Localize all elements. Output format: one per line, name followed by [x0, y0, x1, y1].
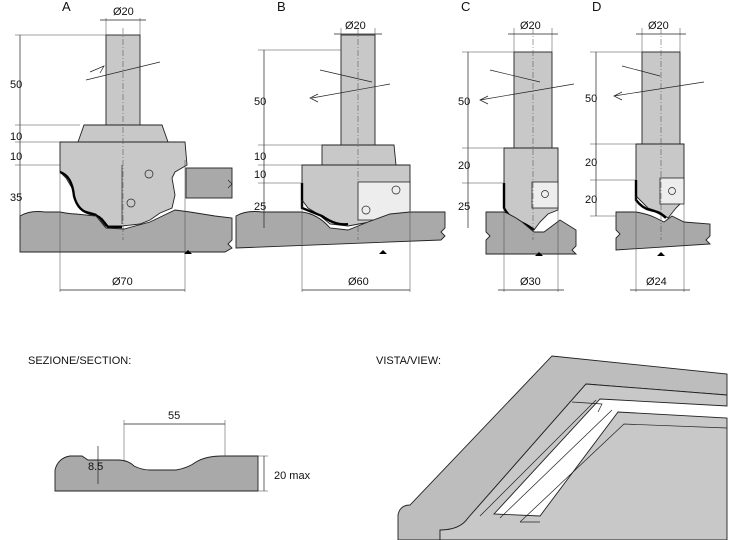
tool-c-rotation-line-2 — [479, 83, 575, 101]
tool-b-h2: 10 — [254, 151, 266, 163]
tool-b-rotation-arrow — [309, 93, 319, 103]
tool-a-h3: 10 — [10, 151, 22, 163]
tool-d-profile — [634, 180, 667, 219]
tool-b-letter: B — [277, 0, 286, 14]
tool-a-rotation-line-1 — [85, 61, 161, 81]
tool-a-h4: 35 — [10, 192, 22, 204]
view-bead-line-1 — [479, 399, 597, 517]
tool-d-letter: D — [592, 0, 601, 14]
section-width-label: 55 — [168, 410, 180, 422]
tool-d-reference-mark — [657, 252, 665, 256]
tool-b-collar — [321, 144, 397, 166]
tool-a-break-1 — [227, 179, 233, 189]
tool-d-rotation-line-2 — [613, 81, 705, 97]
tool-a-reference-mark — [184, 250, 192, 254]
view-bead-line-2 — [499, 409, 613, 519]
tool-b-h4: 25 — [254, 201, 266, 213]
tool-a-board — [19, 209, 233, 253]
tool-b-reference-mark — [379, 250, 387, 254]
tool-a-screw-2 — [126, 198, 136, 208]
tool-d-rotation-line-1 — [621, 65, 661, 77]
tool-c-h2: 20 — [458, 160, 470, 172]
tool-c-rotation-arrow — [479, 95, 489, 105]
tool-d-board — [615, 211, 712, 251]
tool-a: A Ø20 50 10 10 35 — [10, 0, 233, 292]
tool-c-insert — [531, 181, 559, 209]
tool-c-dia: Ø30 — [520, 276, 541, 288]
tool-b: B Ø20 50 10 10 25 Ø60 — [235, 0, 446, 292]
tool-c-shank-dia: Ø20 — [520, 20, 541, 32]
tool-a-rotation-arrow — [89, 65, 105, 74]
tool-a-upper-board — [185, 167, 233, 199]
tool-b-h1: 50 — [254, 96, 266, 108]
tool-c-h3: 25 — [458, 201, 470, 213]
tool-a-screw-1 — [144, 169, 154, 179]
view-bead-1 — [571, 401, 603, 413]
tool-b-rotation-line-2 — [311, 83, 391, 99]
section-depth-label: 8.5 — [88, 461, 103, 473]
tool-c-rotation-line-1 — [489, 69, 541, 83]
tool-d: D Ø20 50 20 20 Ø24 — [585, 0, 712, 292]
tool-d-dia: Ø24 — [646, 276, 667, 288]
tool-a-h2: 10 — [10, 131, 22, 143]
tool-b-board — [235, 211, 446, 249]
section-thickness-label: 20 max — [274, 470, 311, 482]
section-title: SEZIONE/SECTION: — [28, 355, 131, 367]
tool-c-letter: C — [461, 0, 470, 14]
tool-a-dia: Ø70 — [112, 276, 133, 288]
tool-c-board — [485, 211, 578, 255]
section-panel: SEZIONE/SECTION: 55 8.5 20 max — [28, 355, 311, 492]
tool-b-screw-2 — [391, 185, 401, 195]
view-panel: VISTA/VIEW: — [376, 355, 728, 540]
tool-d-insert — [659, 177, 685, 205]
tool-d-h3: 20 — [585, 194, 597, 206]
tool-a-h1: 50 — [10, 79, 22, 91]
tool-c: C Ø20 50 20 25 Ø30 — [458, 0, 578, 292]
tool-d-shank-dia: Ø20 — [648, 20, 669, 32]
tool-a-profile — [59, 170, 122, 229]
view-bead-line-3 — [519, 423, 728, 523]
tool-b-screw-1 — [361, 205, 371, 215]
section-profile — [54, 455, 259, 492]
tool-d-h2: 20 — [585, 157, 597, 169]
tool-a-shank-dia: Ø20 — [113, 6, 134, 18]
tool-d-screw — [668, 187, 676, 195]
tool-c-h1: 50 — [458, 96, 470, 108]
tool-b-profile — [300, 183, 349, 226]
tool-d-h1: 50 — [585, 93, 597, 105]
tool-b-h3: 10 — [254, 169, 266, 181]
tool-c-reference-mark — [535, 252, 543, 256]
tool-b-dia: Ø60 — [348, 276, 369, 288]
tool-d-rotation-arrow — [613, 91, 623, 101]
tool-a-letter: A — [62, 0, 71, 14]
tool-b-rotation-line-1 — [319, 69, 373, 83]
tool-c-screw — [541, 190, 549, 198]
tool-b-shank-dia: Ø20 — [345, 20, 366, 32]
view-title: VISTA/VIEW: — [376, 355, 441, 367]
